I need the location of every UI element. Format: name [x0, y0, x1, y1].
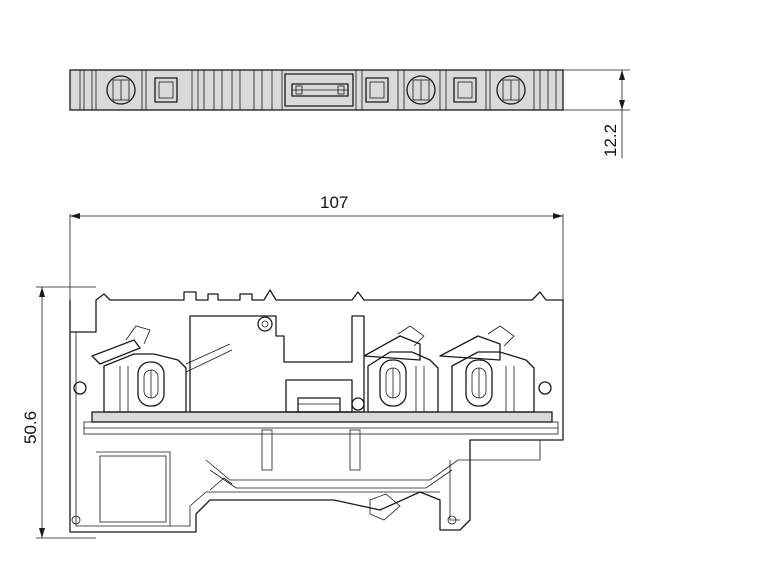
top-view-square-openings	[154, 77, 477, 103]
clamp-right-1	[363, 325, 439, 413]
dimension-height: 50.6	[21, 286, 96, 539]
side-view	[69, 289, 564, 533]
clamp-right-2	[73, 325, 552, 413]
dimension-length: 107	[69, 193, 564, 300]
dimension-thickness: 12.2	[563, 69, 630, 158]
dimension-length-label: 107	[320, 193, 348, 212]
dimension-thickness-label: 12.2	[601, 124, 620, 157]
clamp-left	[91, 325, 187, 413]
top-view: 12.2	[69, 69, 630, 158]
dimension-height-label: 50.6	[21, 411, 40, 444]
top-view-round-openings	[106, 75, 526, 105]
top-view-bridge-slot	[284, 73, 354, 107]
